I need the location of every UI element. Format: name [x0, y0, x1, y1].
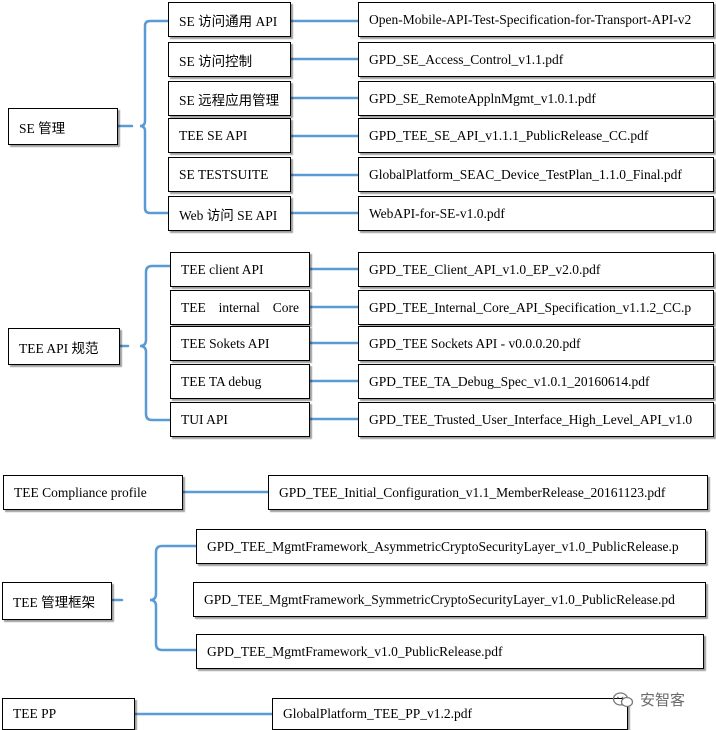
mgmt-file-asymmetric: GPD_TEE_MgmtFramework_AsymmetricCryptoSe…	[196, 529, 706, 564]
tee-api-item-client: TEE client API	[170, 252, 310, 287]
connector-mgmt-brace	[110, 544, 198, 652]
tee-api-file-ta-debug: GPD_TEE_TA_Debug_Spec_v1.0.1_20160614.pd…	[358, 364, 714, 399]
se-item-tee-se-api: TEE SE API	[168, 118, 291, 153]
se-item-remote-app-mgmt: SE 远程应用管理	[168, 81, 291, 116]
tee-api-item-sockets: TEE Sokets API	[170, 326, 310, 361]
se-item-se-testsuite: SE TESTSUITE	[168, 157, 291, 192]
tee-api-item-ta-debug: TEE TA debug	[170, 364, 310, 399]
category-label: SE 管理	[19, 120, 66, 136]
category-tee-api-spec: TEE API 规范	[8, 328, 120, 365]
wechat-icon	[612, 691, 634, 707]
se-file-open-mobile-api: Open-Mobile-API-Test-Specification-for-T…	[358, 2, 714, 37]
mgmt-file-framework: GPD_TEE_MgmtFramework_v1.0_PublicRelease…	[196, 634, 704, 669]
tee-api-file-client: GPD_TEE_Client_API_v1.0_EP_v2.0.pdf	[358, 252, 714, 287]
se-file-access-control: GPD_SE_Access_Control_v1.1.pdf	[358, 42, 714, 77]
tee-pp-file: GlobalPlatform_TEE_PP_v1.2.pdf	[272, 698, 628, 730]
connector-se-brace	[116, 19, 170, 215]
se-item-access-control: SE 访问控制	[168, 42, 291, 77]
tee-api-file-tui: GPD_TEE_Trusted_User_Interface_High_Leve…	[358, 402, 714, 437]
tee-api-file-sockets: GPD_TEE Sockets API - v0.0.0.20.pdf	[358, 326, 714, 361]
watermark-text: 安智客	[640, 691, 686, 709]
tee-api-item-tui: TUI API	[170, 402, 310, 437]
mgmt-file-symmetric: GPD_TEE_MgmtFramework_SymmetricCryptoSec…	[193, 582, 706, 617]
category-tee-mgmt-framework: TEE 管理框架	[2, 582, 112, 620]
category-tee-compliance-profile: TEE Compliance profile	[3, 475, 183, 510]
category-se-management: SE 管理	[8, 108, 118, 145]
tee-api-file-internal-core: GPD_TEE_Internal_Core_API_Specification_…	[358, 290, 714, 325]
category-tee-pp: TEE PP	[2, 698, 135, 730]
se-item-web-access-se-api: Web 访问 SE API	[168, 196, 291, 231]
watermark: 安智客	[612, 689, 685, 710]
tee-api-item-internal-core: TEE internal Core	[170, 290, 310, 325]
compliance-file-initial-config: GPD_TEE_Initial_Configuration_v1.1_Membe…	[268, 475, 708, 510]
connector-tee-api-brace	[118, 264, 172, 422]
se-item-general-access-api: SE 访问通用 API	[168, 2, 291, 37]
category-label: TEE API 规范	[19, 340, 99, 356]
se-file-tee-se-api: GPD_TEE_SE_API_v1.1.1_PublicRelease_CC.p…	[358, 118, 714, 153]
se-file-testplan: GlobalPlatform_SEAC_Device_TestPlan_1.1.…	[358, 157, 714, 192]
se-file-remote-app-mgmt: GPD_SE_RemoteApplnMgmt_v1.0.1.pdf	[358, 81, 714, 116]
se-file-webapi: WebAPI-for-SE-v1.0.pdf	[358, 196, 714, 231]
